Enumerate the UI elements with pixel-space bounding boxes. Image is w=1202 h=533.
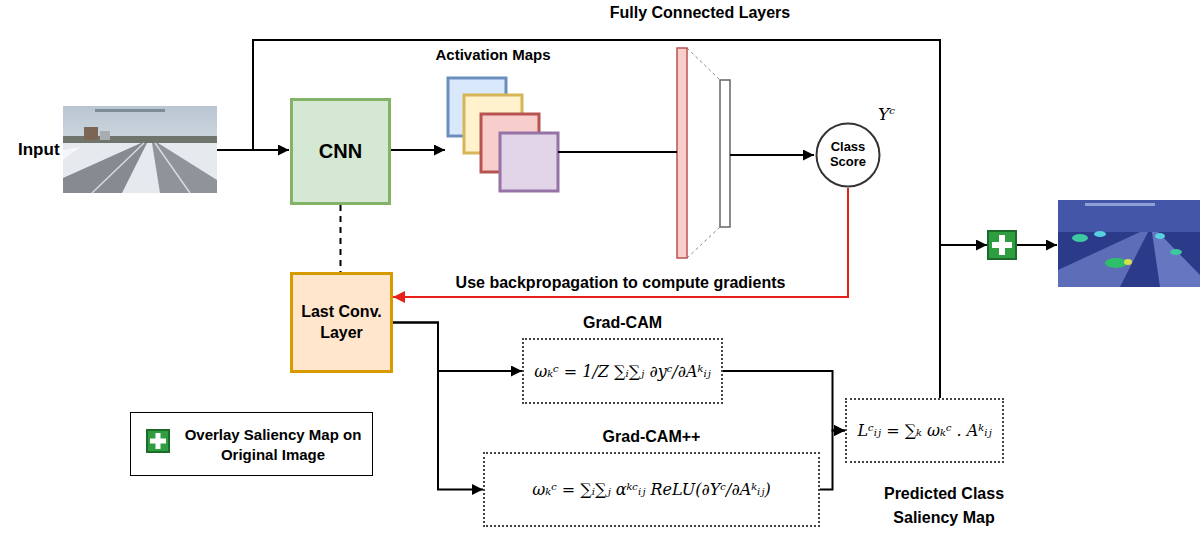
class-score-circle: Class Score	[815, 122, 881, 188]
photo-barn	[84, 127, 98, 140]
saliency-formula-box: Lᶜᵢⱼ = ∑ₖ ωₖᶜ . Aᵏᵢⱼ	[845, 398, 1004, 463]
fc-layer	[720, 80, 730, 227]
skip-wire	[253, 40, 940, 245]
projection-line	[687, 48, 720, 80]
output-saliency-image	[1058, 200, 1200, 287]
connector	[340, 205, 342, 272]
section-title: Fully Connected Layers	[610, 4, 791, 22]
plus-bar	[150, 439, 166, 444]
plus-bar	[992, 242, 1012, 248]
fully-connected-layers	[677, 48, 730, 258]
input-label: Input	[18, 140, 60, 160]
circle-shape	[817, 124, 880, 187]
legend-symbol	[146, 429, 170, 453]
photo-sky	[63, 106, 217, 193]
formula-box: ωₖᶜ = 1/Z ∑ᵢ∑ⱼ ∂yᶜ/∂Aᵏᵢⱼ	[522, 338, 723, 404]
photo-lane-line	[92, 143, 144, 193]
plus-square	[988, 231, 1016, 259]
heat-blob	[1105, 258, 1127, 268]
node-label: Last Conv. Layer	[299, 302, 384, 344]
photo-snow-ground	[63, 143, 217, 193]
legend-text-slot: Overlay Saliency Map on Original Image	[183, 413, 363, 477]
input-photo	[63, 106, 217, 193]
cnn-box: CNN	[290, 98, 391, 205]
connector	[723, 371, 845, 431]
saliency-caption: Predicted Class Saliency Map	[860, 482, 1028, 530]
overlay-symbol	[988, 231, 1016, 259]
heat-blob	[1155, 233, 1165, 239]
saliency-wire	[939, 245, 941, 398]
legend-box: Overlay Saliency Map on Original Image	[130, 412, 373, 476]
connector	[393, 188, 848, 297]
heat-blob	[1124, 259, 1132, 265]
last-conv-layer-box: Last Conv. Layer	[290, 272, 393, 373]
cnn-to-maps-arrow	[391, 149, 445, 151]
plus-square	[147, 430, 169, 452]
method-heading: Grad-CAM	[583, 314, 662, 338]
output-road-right	[1152, 232, 1200, 287]
heading-slot: Grad-CAM	[522, 308, 723, 338]
connector	[393, 323, 483, 490]
formula-text: ωₖᶜ = 1/Z ∑ᵢ∑ⱼ ∂yᶜ/∂Aᵏᵢⱼ	[534, 362, 711, 381]
class-score-symbol-slot: Yᶜ	[878, 104, 895, 124]
heading-slot: Grad-CAM++	[483, 422, 820, 452]
method-heading: Grad-CAM++	[603, 428, 701, 452]
formula-text: Lᶜᵢⱼ = ∑ₖ ωₖᶜ . Aᵏᵢⱼ	[857, 421, 991, 440]
maps-label-slot: Activation Maps	[435, 46, 550, 64]
section-title-slot: Fully Connected Layers	[610, 4, 791, 22]
photo-road-right	[152, 143, 217, 193]
input-label-slot: Input	[18, 140, 60, 160]
node-label: CNN	[319, 140, 362, 163]
connector	[820, 431, 845, 490]
photo-caption-strip	[95, 109, 165, 112]
fc-layer	[677, 48, 687, 258]
edge-label-slot: Use backpropagation to compute gradients	[452, 274, 790, 292]
gradcam-block: Grad-CAM ωₖᶜ = 1/Z ∑ᵢ∑ⱼ ∂yᶜ/∂Aᵏᵢⱼ	[522, 308, 723, 404]
fc-to-score-arrow	[730, 154, 814, 156]
edge-label: Use backpropagation to compute gradients	[452, 274, 790, 292]
saliency-caption-slot: Predicted Class Saliency Map	[860, 482, 1028, 530]
legend-label: Overlay Saliency Map on Original Image	[183, 425, 363, 466]
class-score-symbol: Yᶜ	[878, 104, 895, 124]
formula-text: ωₖᶜ = ∑ᵢ∑ⱼ αᵏᶜᵢⱼ ReLU(∂Yᶜ/∂Aᵏᵢⱼ)	[532, 480, 771, 499]
output-ground	[1058, 200, 1200, 287]
node-label: Class Score	[820, 140, 876, 170]
output-sky	[1058, 200, 1200, 232]
activation-map	[500, 133, 558, 191]
output-caption-strip	[1085, 203, 1155, 206]
maps-label: Activation Maps	[435, 46, 550, 63]
photo-lane-line	[155, 143, 190, 193]
connector	[393, 323, 522, 372]
output-road-left	[1058, 232, 1148, 287]
activation-maps	[448, 78, 558, 191]
maps-to-fc-wire	[558, 151, 677, 153]
heat-blob	[1094, 231, 1106, 237]
photo-snow-patch	[63, 147, 80, 160]
output-arrow	[1017, 244, 1057, 246]
gradcampp-block: Grad-CAM++ ωₖᶜ = ∑ᵢ∑ⱼ αᵏᶜᵢⱼ ReLU(∂Yᶜ/∂Aᵏᵢ…	[483, 422, 820, 527]
overlay-arrow	[940, 244, 987, 246]
heat-blob	[1170, 249, 1182, 255]
formula-box: ωₖᶜ = ∑ᵢ∑ⱼ αᵏᶜᵢⱼ ReLU(∂Yᶜ/∂Aᵏᵢⱼ)	[483, 452, 820, 527]
projection-line	[687, 227, 720, 258]
heat-blob	[1072, 234, 1088, 242]
photo-road-left	[63, 143, 147, 193]
photo-silo	[100, 131, 110, 140]
